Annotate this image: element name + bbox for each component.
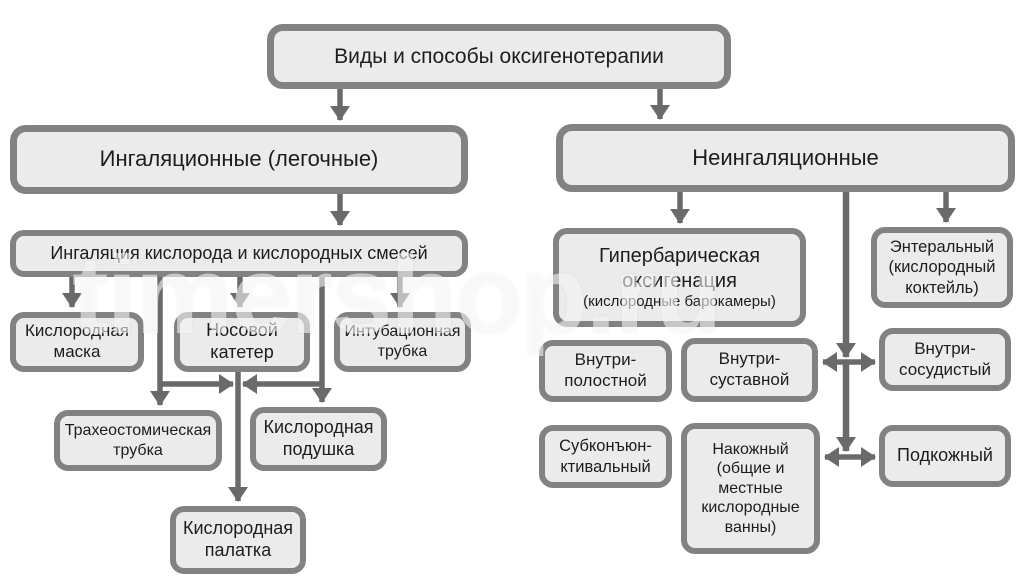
node-non-inhalation-label: Неингаляционные xyxy=(692,144,879,170)
node-non-inhalation: Неингаляционные xyxy=(556,124,1015,192)
node-oxygen-mask-label: Кислородная маска xyxy=(25,321,129,361)
node-oxygen-mask: Кислородная маска xyxy=(10,312,144,372)
node-cutaneous-label: Накожный (общие и местные кислородные ва… xyxy=(701,440,800,536)
node-oxygen-tent-label: Кислородная палатка xyxy=(182,518,294,560)
node-tracheostomy-tube-label: Трахеостомическая трубка xyxy=(64,421,212,459)
node-subcutaneous-label: Подкожный xyxy=(897,445,993,466)
node-tracheostomy-tube: Трахеостомическая трубка xyxy=(54,410,222,471)
node-hyperbaric-title: Гипербарическая оксигенация xyxy=(598,245,761,292)
connector-arrows xyxy=(62,88,956,502)
node-hyperbaric-oxygenation: Гипербарическая оксигенация (кислородные… xyxy=(553,228,806,327)
node-oxygen-pillow-label: Кислородная подушка xyxy=(263,417,374,459)
node-subconjunctival-label: Субконъюн- ктивальный xyxy=(559,437,652,476)
node-inhalation: Ингаляционные (легочные) xyxy=(10,125,468,194)
node-oxygen-tent: Кислородная палатка xyxy=(170,506,306,574)
node-intracavitary-label: Внутри- полостной xyxy=(564,350,647,390)
node-nasal-catheter-label: Носовой катетер xyxy=(206,320,278,362)
node-cutaneous: Накожный (общие и местные кислородные ва… xyxy=(681,423,820,554)
node-intubation-tube-label: Интубационная трубка xyxy=(344,323,461,360)
node-subconjunctival: Субконъюн- ктивальный xyxy=(539,425,672,488)
node-enteral: Энтеральный (кислородный коктейль) xyxy=(871,227,1013,308)
node-intravascular: Внутри- сосудистый xyxy=(879,328,1011,391)
node-oxygen-pillow: Кислородная подушка xyxy=(250,407,387,471)
node-enteral-label: Энтеральный (кислородный коктейль) xyxy=(888,238,996,297)
node-inhalation-label: Ингаляционные (легочные) xyxy=(99,146,379,172)
node-inhalation-mix: Ингаляция кислорода и кислородных смесей xyxy=(10,230,468,277)
node-intracavitary: Внутри- полостной xyxy=(539,340,672,402)
node-subcutaneous: Подкожный xyxy=(879,425,1011,487)
node-nasal-catheter: Носовой катетер xyxy=(174,312,310,372)
node-intravascular-label: Внутри- сосудистый xyxy=(899,338,991,379)
node-intubation-tube: Интубационная трубка xyxy=(334,312,471,372)
node-hyperbaric-subtitle: (кислородные барокамеры) xyxy=(583,292,776,310)
node-inhalation-mix-label: Ингаляция кислорода и кислородных смесей xyxy=(50,242,428,263)
node-intraarticular-label: Внутри- суставной xyxy=(709,349,790,389)
node-title: Виды и способы оксигенотерапии xyxy=(267,24,731,89)
node-title-label: Виды и способы оксигенотерапии xyxy=(334,44,664,68)
node-intraarticular: Внутри- суставной xyxy=(681,338,818,402)
